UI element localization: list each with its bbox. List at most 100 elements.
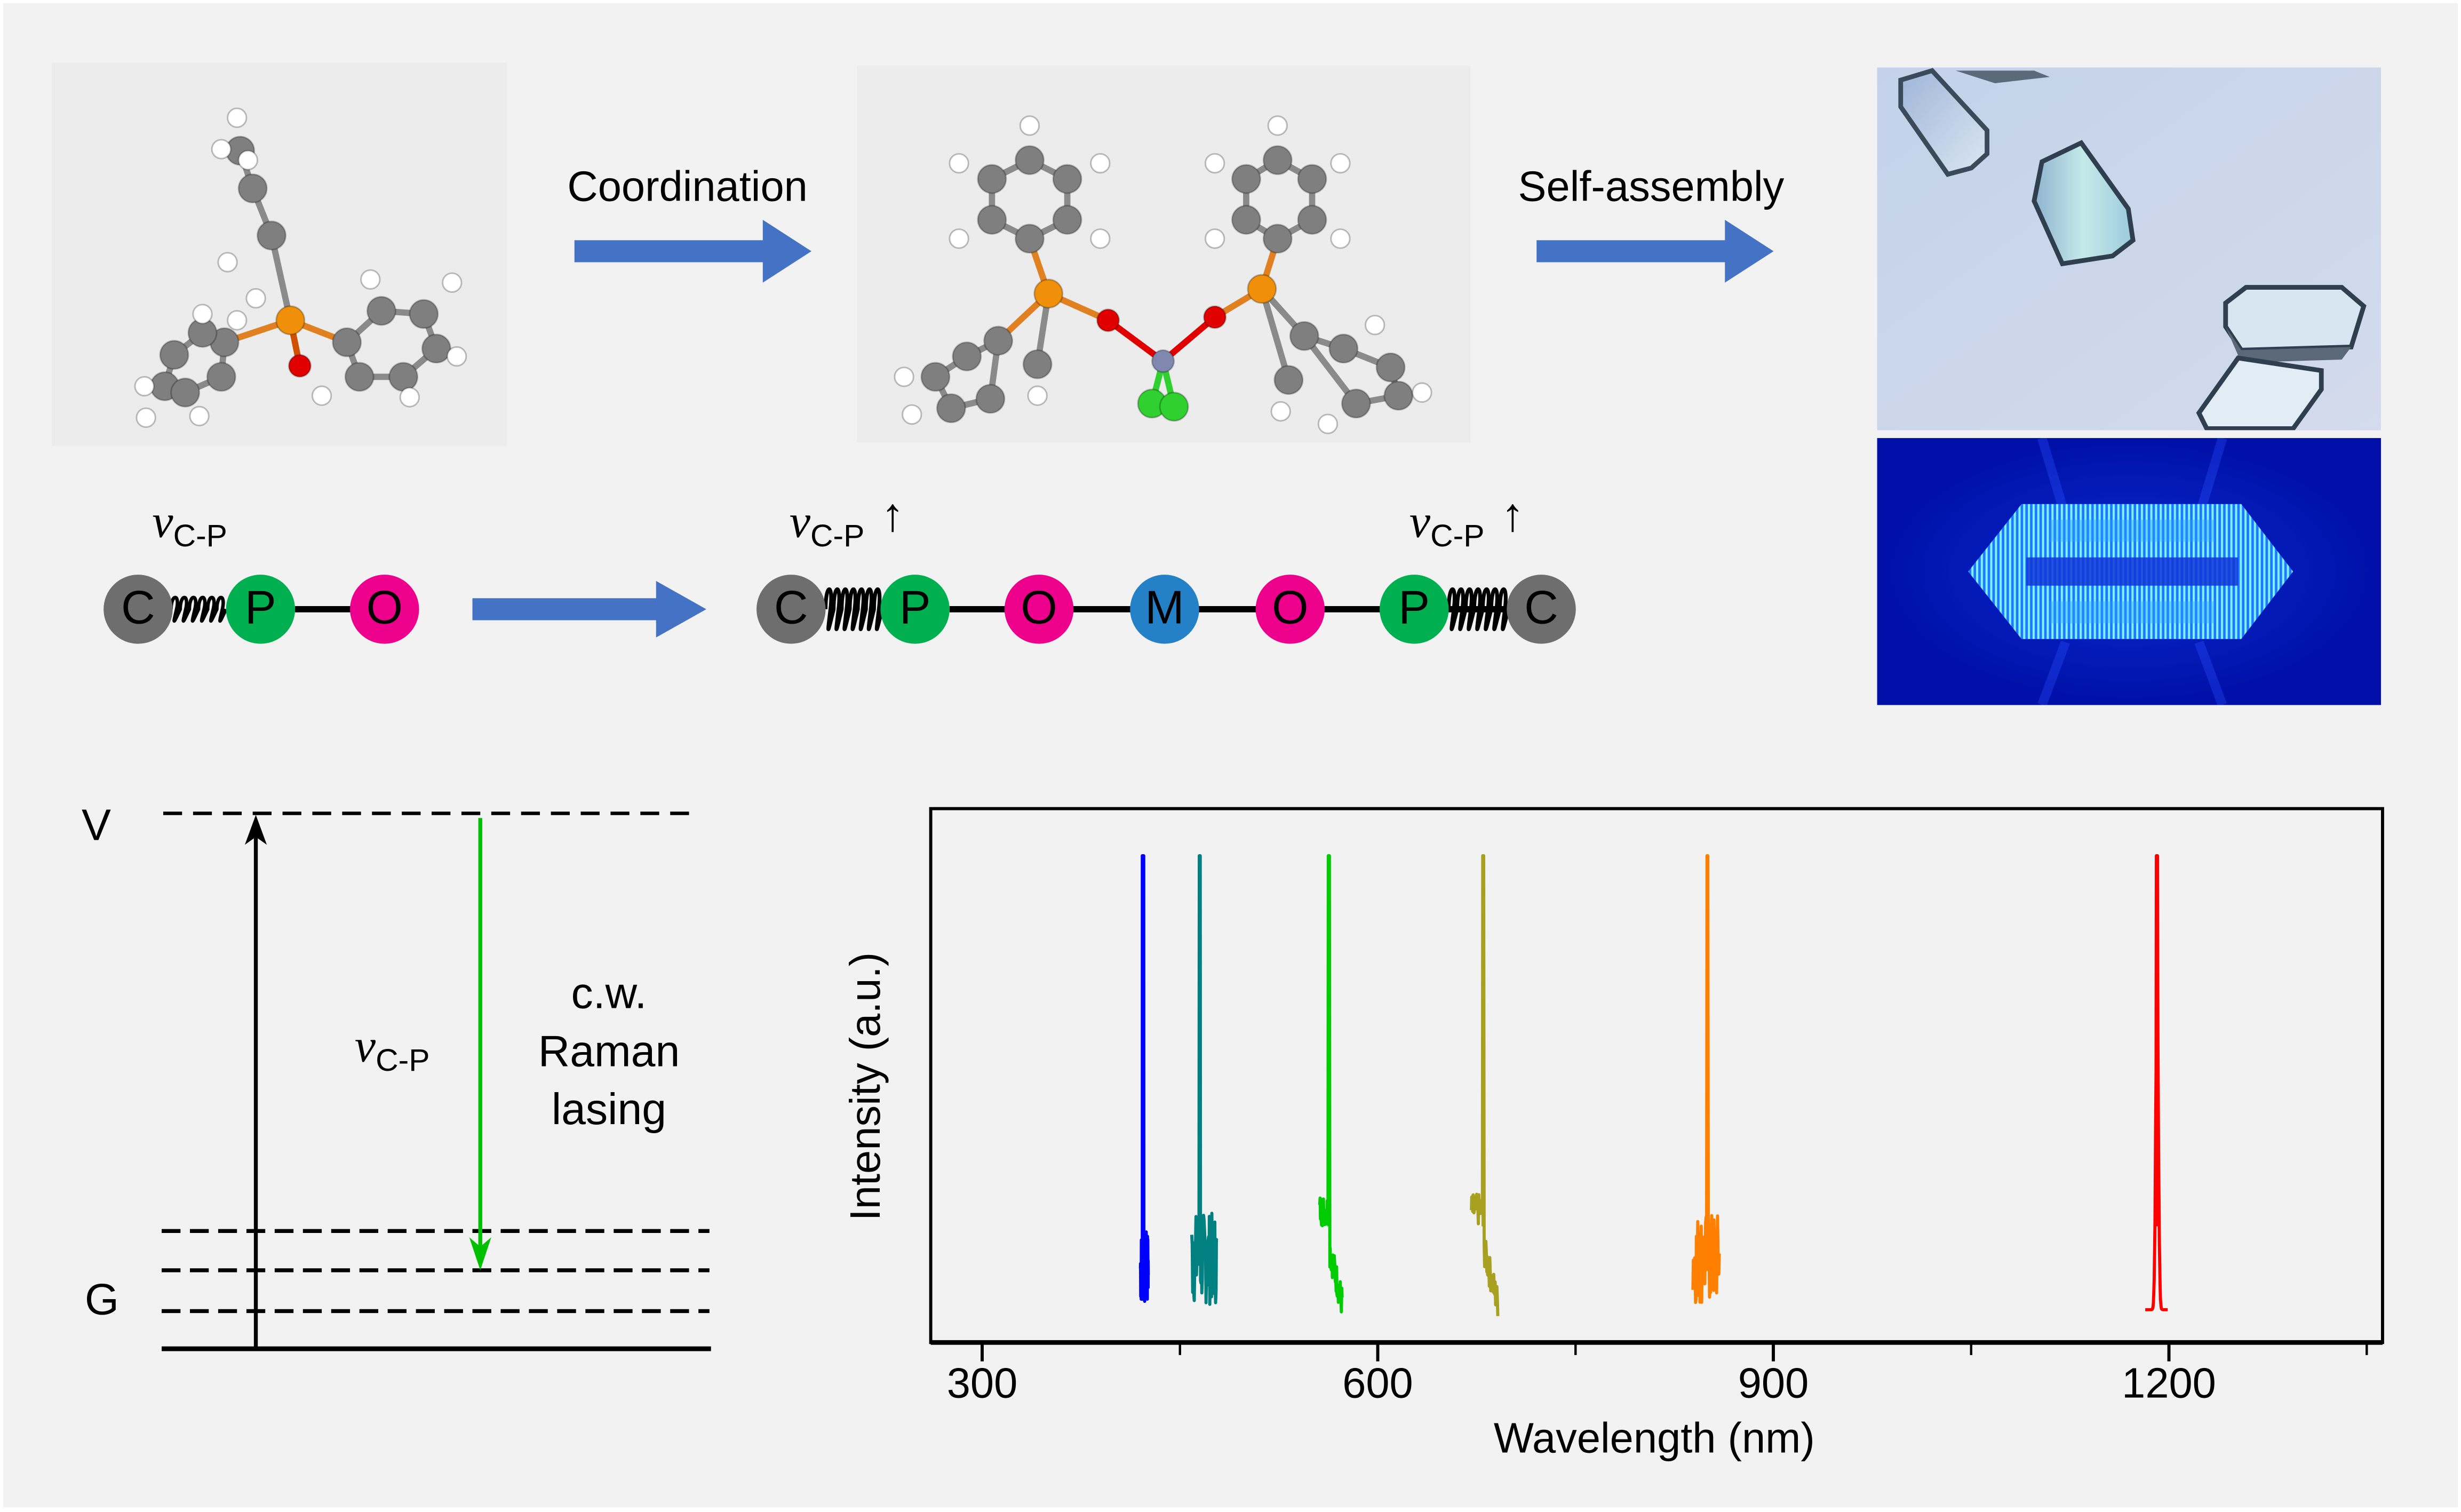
virtual-level-label: V — [81, 800, 111, 850]
nu-cp-label-center: vC-P ↑ — [789, 492, 904, 553]
atom-h — [1019, 115, 1040, 136]
atom-c — [977, 205, 1007, 235]
molecule-2-ball-stick — [894, 115, 1432, 434]
y-axis-title: Intensity (a.u.) — [842, 952, 889, 1221]
label-line-3: lasing — [551, 1085, 667, 1134]
atom-c — [1289, 321, 1319, 351]
atom-c — [936, 393, 966, 424]
pump-arrowhead — [244, 815, 267, 845]
atom-c: C — [1507, 575, 1576, 644]
x-axis-title: Wavelength (nm) — [1493, 1414, 1815, 1462]
spring-cp-left — [169, 595, 228, 623]
atom-h — [1317, 413, 1339, 434]
atom-h — [227, 310, 248, 331]
mode-field-drawing — [1877, 438, 2382, 705]
series-peak-1 — [1138, 854, 1150, 1303]
atom-h — [1412, 382, 1432, 403]
atom-h — [136, 407, 156, 428]
atom-h — [1090, 228, 1111, 249]
energy-level-diagram — [162, 811, 711, 1351]
atom-c — [1297, 205, 1327, 235]
ground-level-label: G — [84, 1275, 119, 1324]
atom-c — [1231, 205, 1261, 235]
crystal-micrograph — [1877, 67, 2382, 431]
crystal-2 — [2032, 140, 2136, 267]
increase-arrow-icon: ↑ — [881, 490, 905, 542]
atom-c — [1383, 380, 1414, 411]
atom-h — [192, 304, 213, 324]
atom-o — [1203, 305, 1227, 329]
atom-o: O — [1004, 575, 1074, 644]
series-peak-2 — [1190, 854, 1218, 1306]
self-assembly-arrow — [1536, 220, 1774, 283]
atom-h — [1330, 228, 1351, 249]
x-tick-label: 1200 — [2122, 1359, 2216, 1407]
nu-subscript: C-P — [1430, 520, 1485, 554]
series-peak-3 — [1318, 854, 1344, 1314]
atom-c: C — [103, 575, 173, 644]
label-line-1: c.w. — [571, 968, 647, 1018]
atom-h — [1267, 115, 1288, 136]
nu-symbol: v — [789, 496, 811, 548]
atom-c — [366, 296, 396, 326]
atom-h — [245, 288, 266, 309]
atom-h — [311, 385, 332, 406]
atom-c — [952, 341, 982, 372]
atom-h — [189, 405, 210, 427]
atom-c — [421, 333, 451, 364]
series-peak-4 — [1470, 854, 1500, 1316]
atom-c — [206, 362, 236, 392]
atom-o — [288, 354, 312, 378]
atom-c — [170, 377, 201, 408]
atom-c — [1015, 224, 1045, 254]
atom-c — [1052, 205, 1082, 235]
atom-o — [1096, 308, 1120, 332]
transition-nu-label: vC-P — [355, 1023, 430, 1077]
atom-c — [975, 384, 1006, 414]
bond-transformation-arrow — [472, 580, 706, 638]
atom-h — [1365, 315, 1385, 336]
spectrum-chart — [929, 807, 2384, 1362]
x-tick-label: 600 — [1342, 1359, 1413, 1407]
crystal-4 — [2196, 355, 2324, 431]
nu-subscript: C-P — [810, 520, 865, 554]
atom-p — [275, 305, 306, 336]
atom-h — [1270, 401, 1291, 422]
molecule-1-ball-stick — [134, 107, 467, 428]
spring-cp-chain-left — [823, 587, 884, 631]
molecule-1-panel — [52, 62, 507, 446]
atom-h — [1204, 153, 1225, 174]
nu-cp-label-left: vC-P — [152, 496, 227, 553]
atom-c — [1015, 145, 1045, 176]
crystal-3 — [2223, 285, 2367, 363]
increase-arrow-icon: ↑ — [1501, 490, 1525, 542]
atom-h — [1027, 385, 1048, 406]
atom-p — [1033, 278, 1064, 309]
atom-h — [237, 150, 258, 171]
mode-field-simulation — [1877, 438, 2382, 705]
atom-h — [1090, 153, 1111, 174]
atom-c: C — [756, 575, 826, 644]
atom-p: P — [880, 575, 950, 644]
atom-h — [902, 404, 922, 425]
atom-p: P — [1380, 575, 1449, 644]
crystal-1 — [1898, 68, 2050, 177]
atom-m: M — [1130, 575, 1199, 644]
atom-c — [1328, 333, 1359, 364]
atom-cl — [1159, 392, 1189, 422]
atom-c — [332, 327, 362, 357]
cw-raman-lasing-label: c.w. Raman lasing — [538, 964, 680, 1139]
atom-h — [134, 376, 155, 397]
atom-c — [344, 362, 375, 392]
nu-symbol: v — [152, 496, 173, 548]
atom-c — [257, 220, 286, 251]
crystal-micrograph-drawing — [1877, 67, 2382, 431]
atom-h — [442, 272, 463, 293]
atom-c — [159, 340, 189, 370]
atom-c — [977, 164, 1007, 194]
atom-c — [983, 325, 1014, 356]
atom-c — [920, 362, 951, 392]
atom-o: O — [1255, 575, 1325, 644]
nu-subscript: C-P — [376, 1044, 430, 1079]
